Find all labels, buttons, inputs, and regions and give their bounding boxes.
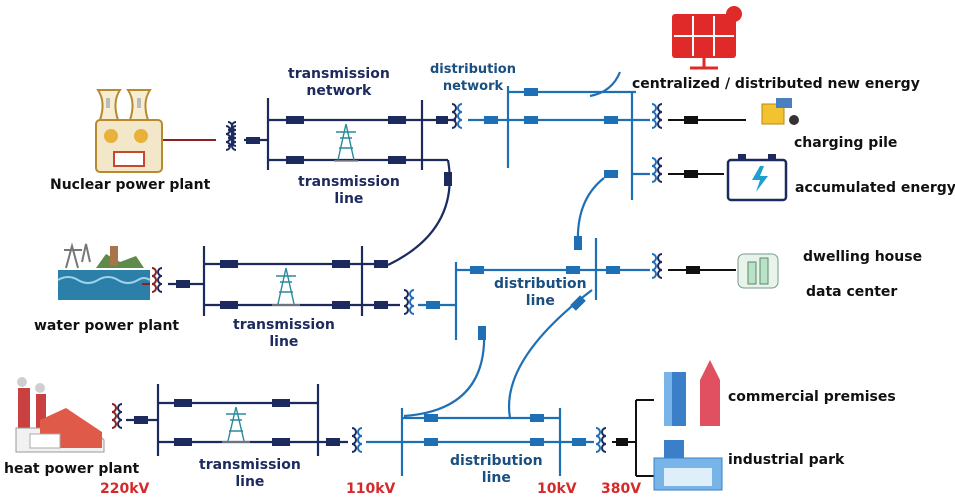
industrial-park-label: industrial park xyxy=(728,452,845,468)
charging-pile-icon xyxy=(761,98,799,125)
nuclear-plant-icon xyxy=(95,89,163,173)
water-plant-label: water power plant xyxy=(34,318,180,334)
new-energy-label: centralized / distributed new energy xyxy=(632,76,920,92)
transmission-line-label-mid: transmission line xyxy=(233,317,335,350)
industrial-building-icon xyxy=(653,440,723,491)
water-plant-icon xyxy=(57,242,151,300)
voltage-10kv: 10kV xyxy=(537,481,577,497)
commercial-premises-label: commercial premises xyxy=(728,389,896,405)
voltage-220kv: 220kV xyxy=(100,481,150,497)
distribution-line-label-bottom: distribution line xyxy=(450,453,543,486)
dwelling-house-label: dwelling house xyxy=(803,249,923,265)
nuclear-plant-label: Nuclear power plant xyxy=(50,177,211,193)
battery-icon xyxy=(726,154,788,202)
heat-plant-label: heat power plant xyxy=(4,461,140,477)
data-center-label: data center xyxy=(806,284,898,300)
transmission-line-label-top: transmission line xyxy=(298,174,400,207)
heat-plant-icon xyxy=(15,377,105,453)
pylon-icon xyxy=(334,123,358,162)
voltage-110kv: 110kV xyxy=(346,481,396,497)
transmission-network-label: transmission network xyxy=(288,66,390,99)
commercial-building-icon xyxy=(664,360,720,426)
pylon-icon xyxy=(222,406,250,443)
transmission-line-label-bottom: transmission line xyxy=(199,457,301,490)
pylon-icon xyxy=(272,267,300,306)
solar-panel-icon xyxy=(672,6,742,70)
accumulated-energy-label: accumulated energy xyxy=(795,180,955,196)
voltage-380v: 380V xyxy=(601,481,642,497)
distribution-line-label-mid: distribution line xyxy=(494,276,587,309)
distribution-network-label: distribution network xyxy=(430,62,516,94)
charging-pile-label: charging pile xyxy=(794,135,898,151)
data-center-icon xyxy=(737,253,779,289)
